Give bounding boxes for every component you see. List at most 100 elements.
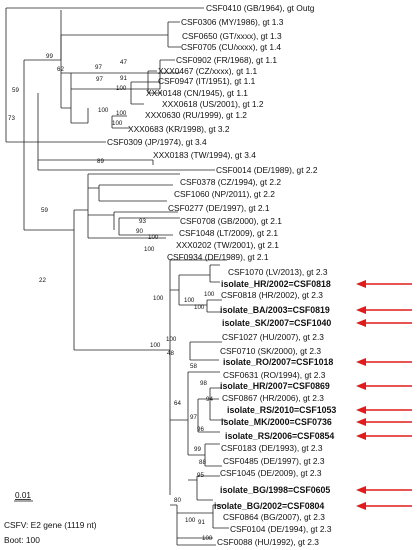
leaf-label: isolate_RS/2010=CSF1053 — [227, 405, 336, 415]
leaf-label: CSF0309 (JP/1974), gt 3.4 — [107, 137, 207, 147]
leaf-label: XXX0683 (KR/1998), gt 3.2 — [128, 124, 230, 134]
leaf-label: XXX0183 (TW/1994), gt 3.4 — [153, 150, 256, 160]
leaf-label: CSF1048 (LT/2009), gt 2.1 — [179, 228, 278, 238]
bootstrap-value: 100 — [144, 246, 155, 253]
bootstrap-value: 100 — [150, 342, 161, 349]
bootstrap-value: 100 — [184, 297, 195, 304]
bootstrap-value: 100 — [202, 535, 213, 542]
leaf-label: CSF0710 (SK/2000), gt 2.3 — [220, 346, 321, 356]
bootstrap-value: 47 — [120, 59, 127, 66]
bootstrap-value: 100 — [153, 295, 164, 302]
bootstrap-value: 93 — [139, 218, 146, 225]
leaf-label: CSF0485 (DE/1997), gt 2.3 — [223, 456, 325, 466]
leaf-label: CSF0631 (RO/1994), gt 2.3 — [223, 370, 326, 380]
leaf-label: CSF0705 (CU/xxxx), gt 1.4 — [181, 42, 281, 52]
bootstrap-value: 94 — [206, 396, 213, 403]
scale-bar-label: 0.01 — [15, 491, 31, 500]
bootstrap-value: 62 — [57, 66, 64, 73]
bootstrap-value: 91 — [198, 519, 205, 526]
highlight-arrow-head — [356, 319, 366, 327]
leaf-label: CSF1060 (NP/2011), gt 2.2 — [174, 189, 275, 199]
leaf-label: isolate_MK/2000=CSF0736 — [221, 417, 332, 427]
bootstrap-value: 96 — [197, 426, 204, 433]
leaf-label: CSF0088 (HU/1992), gt 2.3 — [217, 537, 319, 547]
leaf-label: isolate_RO/2007=CSF1018 — [223, 357, 333, 367]
bootstrap-value: 100 — [112, 120, 123, 127]
leaf-label: CSF1045 (DE/2009), gt 2.3 — [220, 468, 322, 478]
highlight-arrow-head — [356, 486, 366, 494]
leaf-label: CSF0104 (DE/1994), gt 2.3 — [230, 524, 332, 534]
bootstrap-value: 97 — [96, 76, 103, 83]
leaf-label: CSF0277 (DE/1997), gt 2.1 — [168, 203, 270, 213]
bootstrap-value: 22 — [39, 277, 46, 284]
leaf-label: CSF0306 (MY/1986), gt 1.3 — [181, 17, 284, 27]
leaf-label: isolate_HR/2007=CSF0869 — [220, 381, 330, 391]
leaf-label: CSF0650 (GT/xxxx), gt 1.3 — [182, 31, 282, 41]
leaf-label: XXX0618 (US/2001), gt 1.2 — [162, 99, 264, 109]
bootstrap-value: 100 — [204, 291, 215, 298]
bootstrap-value: 73 — [8, 115, 15, 122]
leaf-label: CSF0934 (DE/1989), gt 2.1 — [167, 252, 269, 262]
highlight-arrow-head — [356, 432, 366, 440]
scale-bar: 0.01 — [14, 491, 33, 502]
leaf-label: isolate_BA/2003=CSF0819 — [220, 305, 330, 315]
leaf-label: CSF0864 (BG/2007), gt 2.3 — [223, 512, 325, 522]
bootstrap-value: 100 — [166, 336, 177, 343]
bootstrap-value: 59 — [12, 87, 19, 94]
highlight-arrow-head — [356, 306, 366, 314]
leaf-label: CSF0410 (GB/1964), gt Outg — [206, 3, 315, 13]
bootstrap-value: 64 — [174, 400, 181, 407]
leaf-label: CSF0014 (DE/1989), gt 2.2 — [216, 165, 318, 175]
highlight-arrow-head — [356, 280, 366, 288]
bootstrap-value: 97 — [95, 64, 102, 71]
bootstrap-value: 100 — [116, 85, 127, 92]
leaf-label: isolate_BG/2002=CSF0804 — [214, 501, 324, 511]
bootstrap-value: 95 — [197, 472, 204, 479]
bootstrap-value: 100 — [148, 234, 159, 241]
leaf-label: CSF0947 (IT/1951), gt 1.1 — [158, 76, 256, 86]
bootstrap-value: 88 — [199, 459, 206, 466]
leaf-label: isolate_HR/2002=CSF0818 — [221, 279, 331, 289]
bootstrap-value: 98 — [200, 380, 207, 387]
highlight-arrows — [356, 280, 412, 510]
leaf-label: XXX0630 (RU/1999), gt 1.2 — [145, 110, 247, 120]
bootstrap-value: 100 — [98, 107, 109, 114]
bootstrap-value: 100 — [185, 517, 196, 524]
bootstrap-value: 99 — [46, 53, 53, 60]
highlight-arrow-head — [356, 418, 366, 426]
leaf-label: CSF0818 (HR/2002), gt 2.3 — [221, 290, 323, 300]
gene-info: CSFV: E2 gene (1119 nt) — [4, 520, 97, 530]
bootstrap-value: 59 — [41, 207, 48, 214]
bootstrap-value: 100 — [194, 304, 205, 311]
tree-branches — [5, 7, 229, 546]
highlight-arrow-head — [356, 382, 366, 390]
bootstrap-value: 100 — [116, 110, 127, 117]
leaf-label: CSF1070 (LV/2013), gt 2.3 — [228, 267, 328, 277]
leaf-label: XXX0148 (CN/1945), gt 1.1 — [146, 88, 248, 98]
leaf-label: isolate_BG/1998=CSF0605 — [220, 485, 330, 495]
highlight-arrow-head — [356, 358, 366, 366]
bootstrap-value: 90 — [136, 228, 143, 235]
bootstrap-value: 99 — [194, 446, 201, 453]
bootstrap-value: 58 — [190, 363, 197, 370]
bootstrap-info: Boot: 100 — [4, 535, 40, 545]
leaf-label: CSF0183 (DE/1993), gt 2.3 — [221, 443, 323, 453]
leaf-label: isolate_SK/2007=CSF1040 — [222, 318, 331, 328]
leaf-label: CSF0902 (FR/1968), gt 1.1 — [176, 55, 277, 65]
bootstrap-value: 48 — [167, 350, 174, 357]
highlight-arrow-head — [356, 502, 366, 510]
bootstrap-value: 97 — [190, 414, 197, 421]
leaf-label: XXX0202 (TW/2001), gt 2.1 — [176, 240, 279, 250]
leaf-label: XXX0467 (CZ/xxxx), gt 1.1 — [158, 66, 257, 76]
leaf-label: CSF0708 (GB/2000), gt 2.1 — [180, 216, 282, 226]
leaf-label: CSF0378 (CZ/1994), gt 2.2 — [180, 177, 281, 187]
bootstrap-value: 91 — [120, 75, 127, 82]
leaf-label: CSF1027 (HU/2007), gt 2.3 — [222, 332, 324, 342]
highlight-arrow-head — [356, 406, 366, 414]
bootstrap-value: 80 — [174, 497, 181, 504]
leaf-label: isolate_RS/2006=CSF0854 — [225, 431, 334, 441]
leaf-label: CSF0867 (HR/2006), gt 2.3 — [222, 393, 324, 403]
